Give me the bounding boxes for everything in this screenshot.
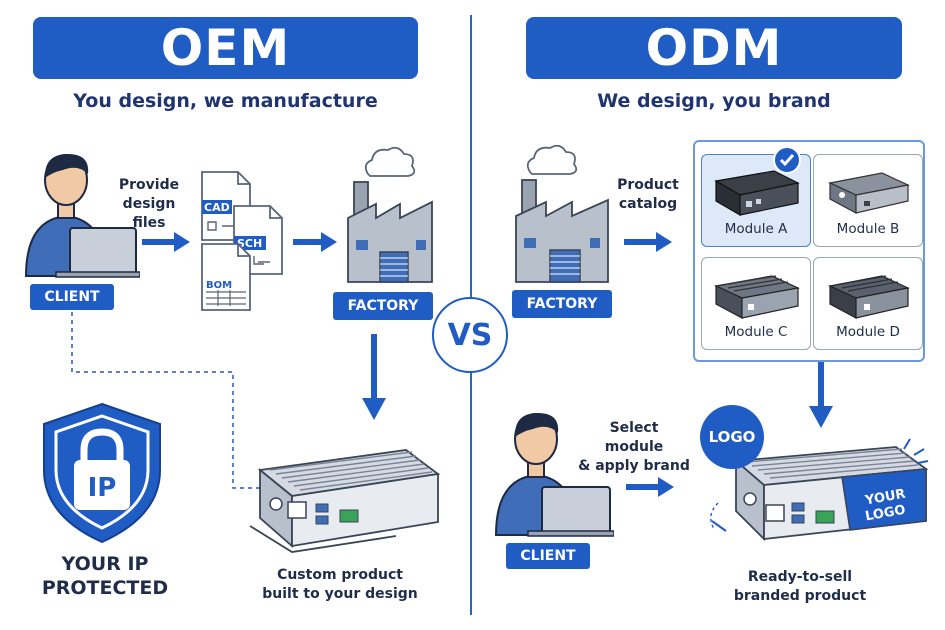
oem-product-line1: Custom product — [277, 567, 403, 583]
oem-client-tag: CLIENT — [30, 284, 114, 310]
oem-provide-line1: Provide — [118, 177, 180, 193]
ip-protected-label: YOUR IP PROTECTED — [30, 552, 180, 600]
odm-arrow-to-branded — [626, 477, 674, 497]
logo-bubble-icon: LOGO — [700, 405, 764, 469]
oem-arrow-to-factory — [293, 232, 337, 252]
ip-badge-text: IP — [88, 473, 117, 503]
module-b-card[interactable]: Module B — [813, 154, 923, 247]
doc-bom-label: BOM — [206, 280, 232, 291]
module-c-card[interactable]: Module C — [701, 257, 811, 350]
odm-arrow-to-catalog — [624, 232, 672, 252]
ip-dashed-connector — [71, 312, 264, 489]
oem-product-line2: built to your design — [262, 586, 418, 602]
branded-device-icon: YOUR LOGO — [710, 438, 929, 542]
product-catalog-panel: Module A Module B Module C Module D — [693, 140, 925, 362]
doc-cad-label: CAD — [204, 201, 230, 214]
odm-subtitle: We design, you brand — [597, 90, 831, 112]
odm-client-tag: CLIENT — [506, 543, 590, 569]
oem-title-banner: OEM — [33, 17, 418, 79]
module-b-device-icon — [828, 172, 910, 215]
device-logo-line2: LOGO — [864, 503, 907, 525]
odm-select-line2: & apply brand — [578, 458, 690, 474]
odm-catalog-line1: Product — [617, 177, 679, 193]
doc-sch-label: SCH — [237, 237, 262, 250]
oem-factory-icon — [347, 146, 433, 283]
ip-line1: YOUR IP — [61, 553, 149, 575]
module-c-name: Module C — [724, 324, 788, 340]
odm-catalog-line2: catalog — [618, 196, 678, 212]
odm-arrow-to-product — [809, 362, 833, 428]
odm-select-line1: Select module — [604, 420, 664, 455]
oem-provide-line2: design files — [122, 196, 176, 231]
odm-product-line2: branded product — [733, 588, 867, 604]
odm-factory-tag: FACTORY — [512, 290, 612, 318]
odm-product-line1: Ready-to-sell — [747, 569, 853, 585]
odm-factory-icon — [515, 144, 609, 283]
oem-custom-device-icon — [249, 449, 441, 553]
oem-provide-label: Provide design files — [104, 176, 194, 233]
oem-arrow-to-product — [362, 334, 386, 420]
module-d-card[interactable]: Module D — [813, 257, 923, 350]
oem-client-person-icon — [24, 154, 140, 278]
module-a-name: Module A — [724, 221, 788, 237]
oem-arrow-to-docs — [142, 232, 190, 252]
odm-catalog-label: Product catalog — [612, 176, 684, 214]
module-b-name: Module B — [836, 221, 900, 237]
selected-check-icon — [773, 146, 801, 174]
ip-shield-icon: IP — [43, 402, 161, 544]
module-d-device-icon — [828, 275, 910, 320]
odm-title-banner: ODM — [526, 17, 902, 79]
oem-subtitle: You design, we manufacture — [73, 90, 378, 112]
module-d-name: Module D — [836, 324, 900, 340]
vs-badge: VS — [432, 297, 508, 373]
oem-factory-tag: FACTORY — [333, 292, 433, 320]
module-a-device-icon — [714, 170, 800, 217]
module-c-device-icon — [714, 275, 800, 320]
odm-select-label: Select module & apply brand — [578, 419, 690, 476]
design-documents-icon: CAD SCH BOM — [201, 171, 283, 311]
device-logo-line1: YOUR — [863, 487, 907, 509]
ip-line2: PROTECTED — [41, 577, 169, 599]
oem-product-caption: Custom product built to your design — [250, 566, 430, 604]
odm-client-person-icon — [494, 413, 614, 537]
odm-product-caption: Ready-to-sell branded product — [720, 568, 880, 606]
